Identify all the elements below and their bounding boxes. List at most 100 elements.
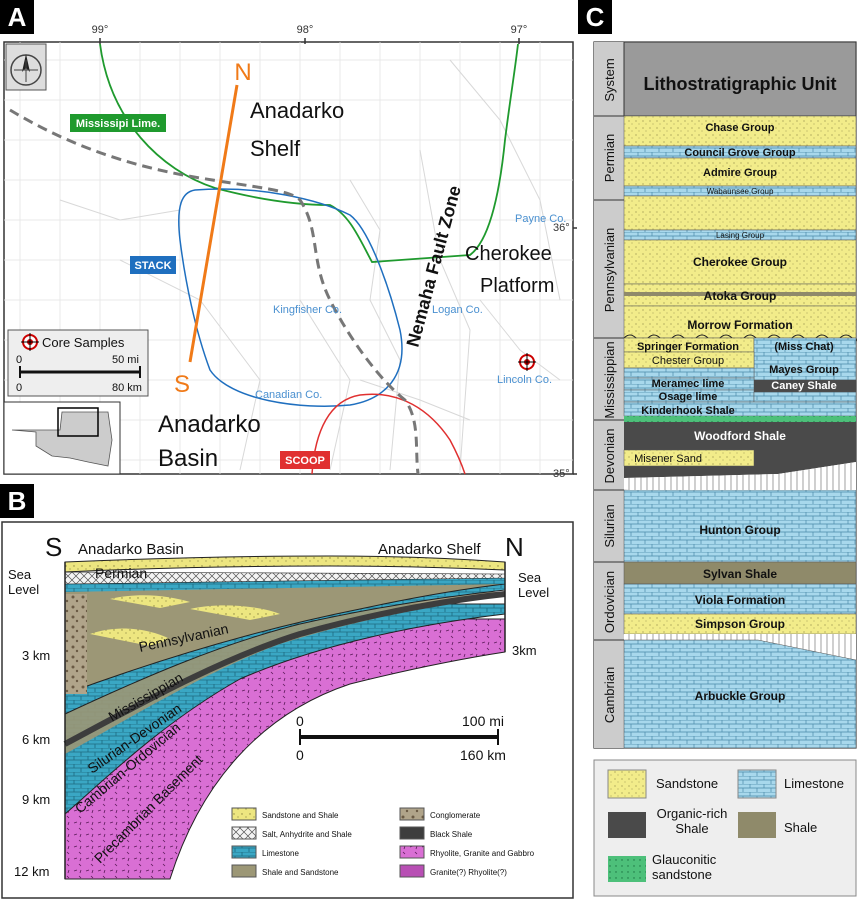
viola-formation-cell	[623, 583, 857, 615]
core-samples-legend-label: Core Samples	[42, 335, 125, 350]
legend-label-limestone: Limestone	[262, 849, 299, 858]
black-shale-band	[63, 591, 506, 747]
council-grove-label: Council Grove Group	[684, 147, 796, 159]
admire-label: Admire Group	[703, 167, 777, 179]
system-mississippian: Mississippian	[602, 341, 617, 418]
logan-county-label: Logan Co.	[432, 304, 483, 316]
panel-b-label: B	[0, 484, 34, 518]
system-devonian: Devonian	[602, 429, 617, 484]
legend-swatch-limestone	[231, 845, 257, 859]
scoop-tag	[280, 451, 330, 469]
core-sample-marker-icon	[518, 353, 536, 371]
scale-zero-mi: 0	[16, 354, 22, 366]
legend-sandstone-swatch	[607, 769, 647, 799]
scale-zero-top: 0	[296, 713, 304, 729]
lasing-label: Lasing Group	[716, 231, 765, 240]
south-end-label: S	[45, 532, 62, 562]
atoka-label: Atoka Group	[704, 289, 777, 303]
scoop-label: SCOOP	[285, 455, 325, 467]
cherokee-group-cell	[623, 239, 857, 285]
anadarko-shelf-label-1: Anadarko	[250, 98, 344, 123]
strat-column-svg: Lithostratigraphic Unit System Permian P…	[593, 41, 857, 897]
hunton-label: Hunton Group	[699, 523, 780, 537]
oklahoma-inset-map	[3, 401, 121, 475]
scale-zero-km: 0	[16, 382, 22, 394]
caney-label: Caney Shale	[771, 380, 836, 392]
anadarko-shelf-title: Anadarko Shelf	[378, 541, 481, 558]
depth-9km-left: 9 km	[22, 792, 50, 807]
compass-icon	[5, 43, 47, 91]
transect-south-label: S	[174, 371, 190, 398]
north-end-label: N	[505, 532, 524, 562]
transect-north-label: N	[234, 59, 251, 86]
pennsylvanian-layer	[64, 579, 506, 695]
cross-section-svg: S N Anadarko Basin Anadarko Shelf Sea Le…	[1, 521, 574, 899]
meramec-label: Meramec lime	[652, 378, 725, 390]
lat-35: 35°	[553, 468, 570, 480]
depth-sea-right: Sea	[518, 570, 542, 585]
legend-swatch-sandstone-shale	[231, 807, 257, 821]
system-ordovician: Ordovician	[602, 571, 617, 633]
legend-swatch-black-shale	[399, 826, 425, 840]
depth-level-right: Level	[518, 585, 549, 600]
cherokee-label: Cherokee Group	[693, 255, 787, 269]
sylvan-label: Sylvan Shale	[703, 567, 777, 581]
mississippi-lime-tag	[70, 114, 166, 132]
cherokee-platform-label-1: Cherokee	[465, 243, 552, 265]
anadarko-basin-label-1: Anadarko	[158, 411, 261, 438]
lower-miss-right-cell	[753, 391, 857, 403]
arbuckle-label: Arbuckle Group	[695, 689, 786, 703]
transect-line	[188, 84, 239, 363]
mayes-label: Mayes Group	[769, 364, 839, 376]
depth-level-left: Level	[8, 582, 39, 597]
misener-label: Misener Sand	[634, 453, 702, 465]
simpson-label: Simpson Group	[695, 617, 785, 631]
admire-group-cell	[623, 157, 857, 187]
panel-a-label: A	[0, 0, 34, 34]
hunton-group-cell	[623, 489, 857, 563]
panel-b-cross-section: B S N Anadarko Basin Anadarko Shelf	[0, 484, 577, 901]
ordovician-hiatus	[624, 634, 856, 660]
scale-fifty-mi: 50 mi	[112, 354, 139, 366]
panel-c-stratigraphic-column: C Lithostratigraphic Unit System	[578, 0, 858, 901]
mississippi-lime-boundary	[99, 43, 519, 263]
system-silurian: Silurian	[602, 504, 617, 547]
system-header-text: System	[602, 58, 617, 101]
lon-99: 99°	[92, 24, 109, 36]
legend-sandstone-label: Sandstone	[656, 776, 718, 791]
stack-tag	[130, 256, 176, 274]
system-column	[594, 42, 624, 748]
legend-label-granite: Granite(?) Rhyolite(?)	[430, 868, 507, 877]
kinderhook-label: Kinderhook Shale	[641, 405, 735, 417]
pennsylvanian-sand-lenses	[90, 595, 280, 646]
system-cambrian: Cambrian	[602, 667, 617, 723]
legend-swatch-granite	[399, 864, 425, 878]
legend-label-black-shale: Black Shale	[430, 830, 473, 839]
legend-glauconitic-swatch	[608, 856, 646, 882]
depth-3km-right: 3km	[512, 643, 537, 658]
panel-c-label: C	[578, 0, 612, 34]
anadarko-shelf-label-2: Shelf	[250, 136, 301, 161]
upper-meramec-cell	[623, 367, 755, 379]
legend-swatch-shale-sandstone	[231, 864, 257, 878]
caney-shale-cell	[754, 380, 856, 392]
woodford-label: Woodford Shale	[694, 429, 786, 443]
legend-glauconitic-label: Glauconitic sandstone	[652, 852, 717, 882]
anadarko-basin-label-2: Basin	[158, 445, 218, 472]
anadarko-basin-title: Anadarko Basin	[78, 541, 184, 558]
scoop-boundary	[311, 393, 466, 475]
lon-97: 97°	[511, 24, 528, 36]
legend-shale-swatch	[738, 812, 776, 838]
legend-swatch-conglomerate	[399, 807, 425, 821]
kingfisher-county-label: Kingfisher Co.	[273, 304, 342, 316]
legend-label-rhyolite: Rhyolite, Granite and Gabbro	[430, 849, 535, 858]
legend-label-salt: Salt, Anhydrite and Shale	[262, 830, 352, 839]
road-network	[59, 59, 561, 471]
stack-boundary	[178, 188, 403, 407]
mississippi-lime-label: Mississipi Lime.	[76, 118, 160, 130]
legend-limestone-label: Limestone	[784, 776, 844, 791]
glauconitic-band	[624, 416, 856, 422]
wabaunsee-label: Wabaunsee Group	[707, 187, 774, 196]
osage-label: Osage lime	[659, 391, 718, 403]
misener-sand-cell	[623, 449, 755, 467]
